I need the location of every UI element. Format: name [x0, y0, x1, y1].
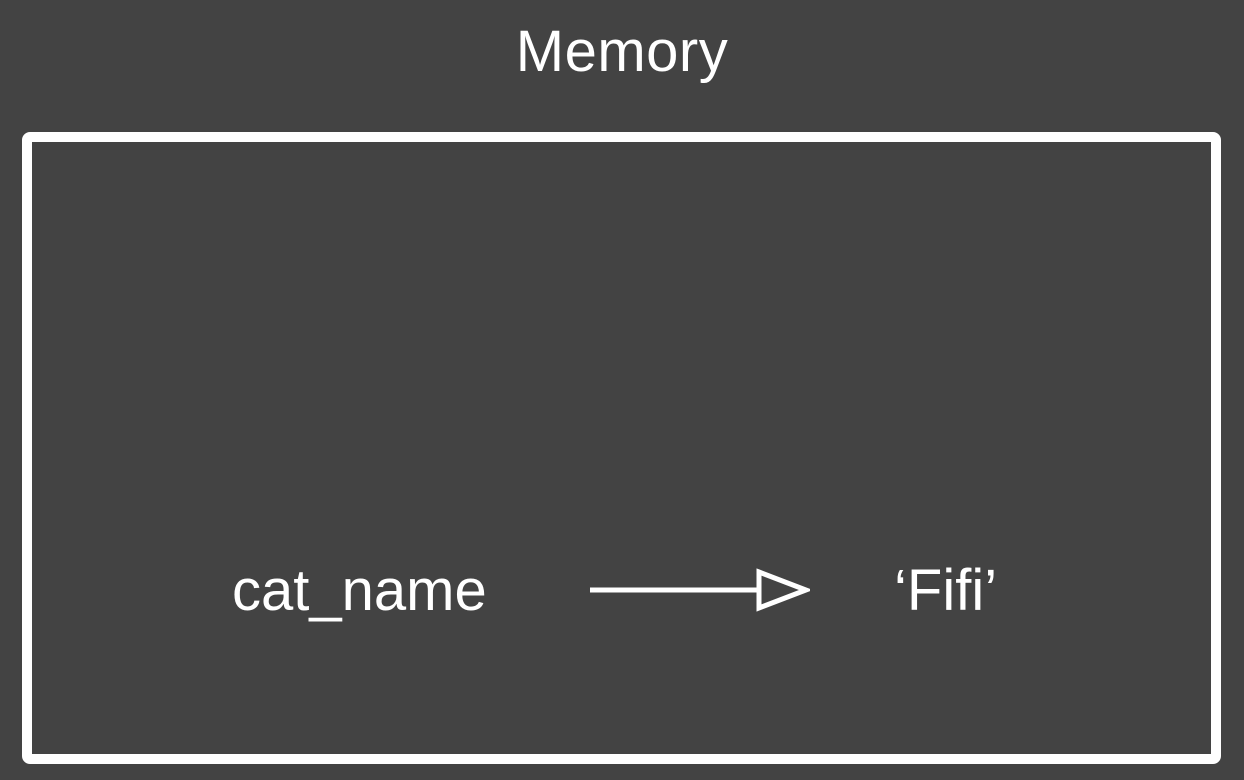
reference-arrow-icon [590, 568, 810, 612]
variable-name-label: cat_name [232, 558, 487, 623]
memory-box: cat_name ‘Fifi’ [22, 132, 1221, 764]
slide-title: Memory [515, 19, 729, 84]
value-label: ‘Fifi’ [894, 558, 998, 623]
